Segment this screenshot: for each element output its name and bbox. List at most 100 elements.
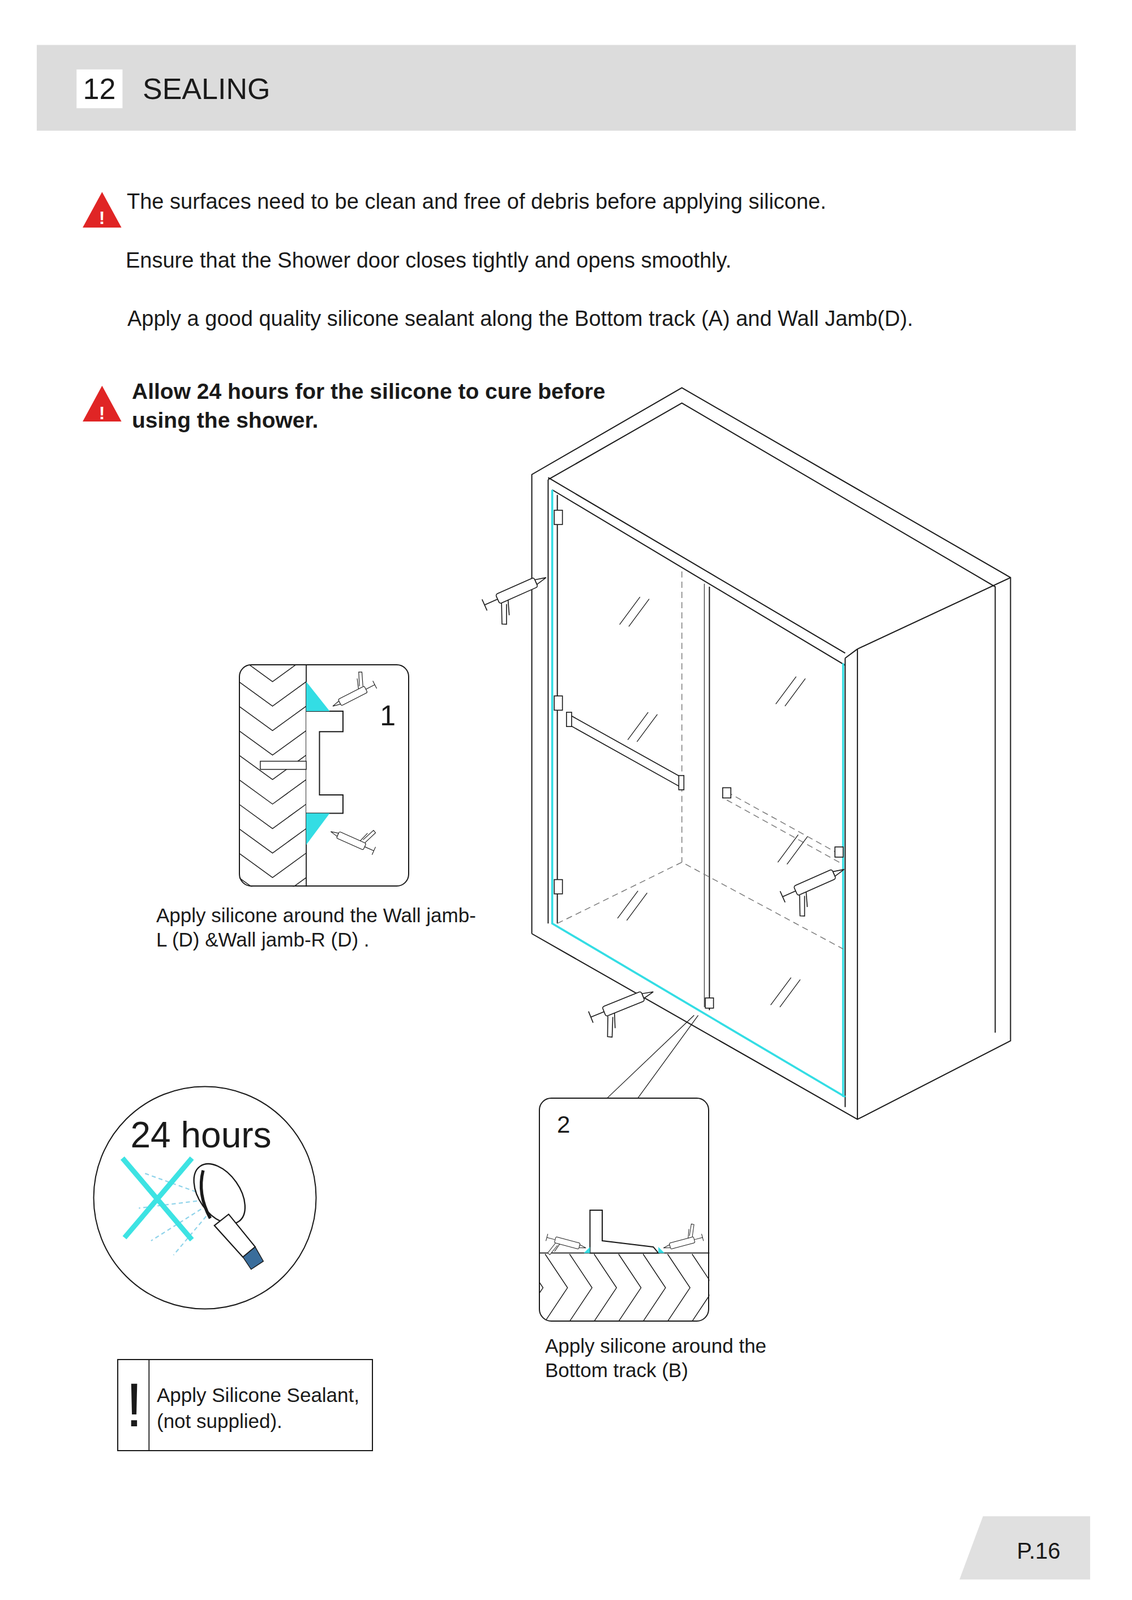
wall-hatch (238, 828, 307, 853)
instruction-text: Ensure that the Shower door closes tight… (125, 249, 1111, 272)
track-detail (520, 1210, 740, 1323)
caulk-gun (659, 1222, 704, 1252)
glass-mark (770, 978, 801, 1008)
shower-enclosure (547, 402, 996, 1033)
shower-enclosure (845, 649, 858, 659)
wall-hatch (238, 706, 307, 731)
detail-box: 1Apply silicone around the Wall jamb-L (… (238, 664, 410, 887)
glass-mark (777, 834, 808, 865)
door-hardware (678, 775, 684, 791)
instruction-text: Apply a good quality silicone sealant al… (127, 307, 1113, 330)
floor-hatch (642, 1254, 666, 1323)
wall-hatch (238, 730, 307, 756)
warning-mark: ! (93, 208, 111, 227)
floor-hatch (594, 1254, 617, 1323)
detail-caption: Apply silicone around the Wall jamb-L (D… (156, 903, 479, 953)
page-number: P.16 (996, 1540, 1082, 1563)
glass-mark (617, 891, 647, 921)
header-band (76, 69, 123, 109)
page-title: SEALING (142, 74, 270, 104)
note-text: Apply Silicone Sealant,(not supplied). (156, 1382, 366, 1435)
shower-icon (214, 1214, 256, 1258)
track-detail (538, 1254, 710, 1323)
door-hardware (834, 847, 843, 858)
cure-time: 24 hours (92, 1117, 310, 1154)
door-hardware (554, 510, 843, 1009)
note-box: !Apply Silicone Sealant,(not supplied). (117, 1359, 373, 1452)
shower-enclosure (856, 649, 859, 1120)
step-number: 12 (76, 74, 123, 104)
door-hardware (722, 787, 731, 799)
floor-hatch (618, 1254, 642, 1323)
hidden-edge (681, 571, 683, 863)
floor-hatch (692, 1254, 710, 1323)
door-hardware (554, 510, 563, 525)
wall-hatch (238, 804, 307, 829)
shower-enclosure (708, 586, 710, 1011)
glass-mark (617, 597, 808, 1008)
leader-line (607, 1015, 699, 1099)
header-band (36, 44, 1076, 131)
wall-hatch (238, 682, 307, 707)
warning-triangle (82, 191, 122, 228)
glass-mark (775, 676, 806, 707)
wall-hatch (238, 664, 307, 683)
door-hardware (566, 712, 572, 727)
door-hardware (568, 714, 683, 789)
wall-detail (306, 711, 343, 814)
callout-number: 1 (379, 701, 396, 731)
wall-detail (306, 813, 330, 846)
door-hardware (705, 998, 714, 1009)
glass-mark (619, 597, 650, 627)
floor-hatch (569, 1254, 593, 1323)
wall-hatch (238, 755, 307, 780)
wall-hatch (238, 877, 307, 887)
note-divider (148, 1359, 150, 1452)
shower-enclosure (532, 387, 1011, 1120)
shower-icon (242, 1247, 264, 1271)
caulk-gun (779, 864, 855, 922)
wall-detail (238, 632, 382, 927)
glass-mark (627, 712, 658, 743)
caulk-gun (542, 1234, 587, 1264)
shower-enclosure (857, 577, 1011, 650)
wall-hatch (238, 779, 307, 805)
shower-icon (200, 1171, 210, 1220)
caulk-gun (328, 815, 382, 856)
silicone-line (552, 490, 846, 1098)
leader-line (607, 1015, 694, 1099)
door-hardware (554, 880, 563, 895)
floor-hatch (545, 1254, 568, 1323)
detail-box: 2Apply silicone around the Bottom track … (538, 1098, 710, 1323)
header-band (36, 44, 1076, 131)
page-tab (959, 1516, 1091, 1581)
silicone-line (842, 663, 845, 1097)
shower-icon (122, 1158, 192, 1241)
shower-enclosure (532, 387, 1011, 1120)
exclamation-mark: ! (118, 1374, 150, 1437)
caulk-gun (588, 986, 664, 1043)
hidden-edge (726, 792, 842, 856)
door-hardware (554, 696, 563, 711)
instruction-text: The surfaces need to be clean and free o… (126, 190, 1112, 213)
wall-detail (260, 761, 307, 770)
shower-enclosure (547, 477, 846, 654)
caulk-gun (324, 668, 377, 711)
caulk-gun (482, 572, 557, 630)
warning-triangle (82, 191, 122, 422)
warning-text: Allow 24 hours for the silicone to cure … (131, 377, 608, 435)
wall-detail (238, 664, 307, 887)
warning-mark: ! (93, 404, 111, 423)
shower-enclosure (844, 658, 846, 1108)
shower-icon (122, 1155, 264, 1271)
silicone-line (552, 490, 846, 1098)
detail-caption: Apply silicone around the Bottom track (… (545, 1334, 812, 1383)
floor-hatch (667, 1254, 690, 1323)
track-detail (589, 1210, 659, 1254)
notice-circle: 24 hours (92, 1086, 317, 1311)
shower-enclosure (704, 584, 705, 1008)
callout-number: 2 (556, 1113, 570, 1138)
wall-detail (306, 682, 330, 712)
shower-enclosure (547, 479, 549, 924)
